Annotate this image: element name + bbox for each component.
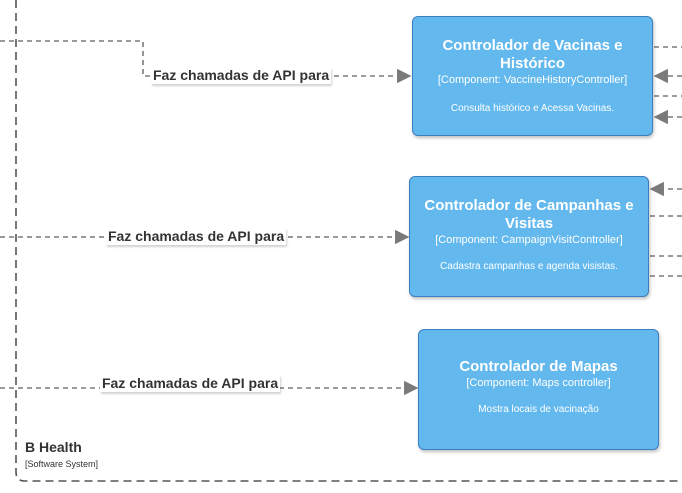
boundary-type: [Software System] xyxy=(25,459,99,469)
component-maps-controller[interactable]: Controlador de Mapas [Component: Maps co… xyxy=(418,329,659,450)
component-vaccine-history-controller[interactable]: Controlador de Vacinas e Histórico [Comp… xyxy=(412,16,653,136)
relation-label-3: Faz chamadas de API para xyxy=(100,375,281,392)
component-type: [Component: Maps controller] xyxy=(466,377,611,389)
relation-label-1: Faz chamadas de API para xyxy=(151,67,332,84)
system-boundary xyxy=(15,0,682,482)
component-campaign-visit-controller[interactable]: Controlador de Campanhas e Visitas [Comp… xyxy=(409,176,649,297)
component-description: Cadastra campanhas e agenda visistas. xyxy=(440,261,618,272)
component-title: Controlador de Campanhas e Visitas xyxy=(424,197,634,232)
component-description: Mostra locais de vacinação xyxy=(478,404,599,415)
relation-label-2: Faz chamadas de API para xyxy=(106,228,287,245)
component-title: Controlador de Mapas xyxy=(459,358,618,375)
component-type: [Component: VaccineHistoryController] xyxy=(437,74,628,86)
component-description: Consulta histórico e Acessa Vacinas. xyxy=(450,103,615,114)
boundary-name: B Health xyxy=(25,439,82,455)
component-title: Controlador de Vacinas e Histórico xyxy=(442,37,623,72)
component-type: [Component: CampaignVisitController] xyxy=(435,234,623,246)
